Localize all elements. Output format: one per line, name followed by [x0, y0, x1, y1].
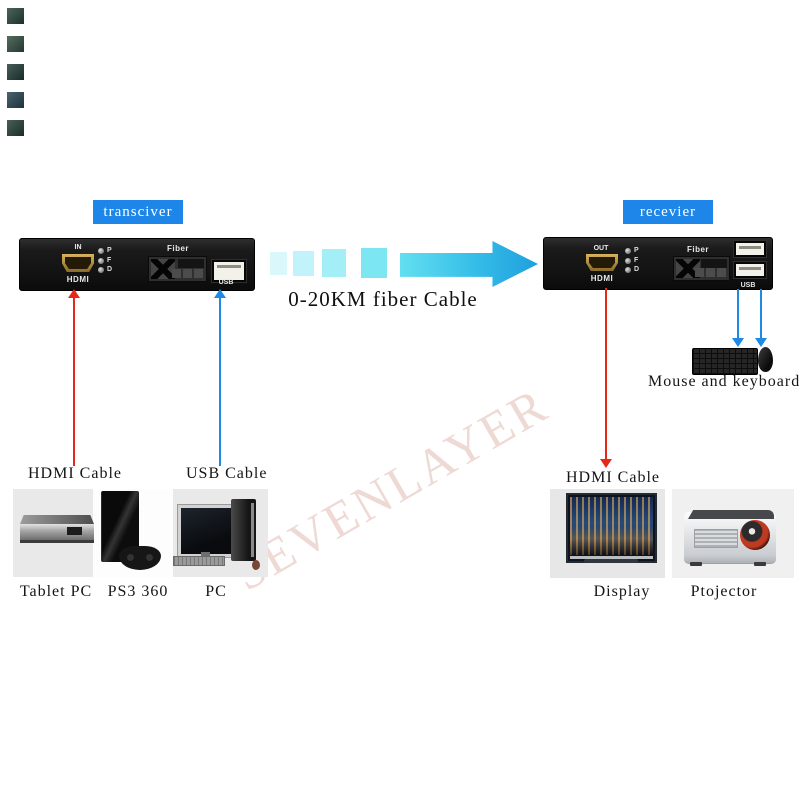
gallery-thumb-3[interactable]: [7, 64, 24, 80]
led-label: P: [107, 247, 112, 254]
pc-keyboard-image: [173, 556, 225, 566]
pc-mouse-image: [252, 560, 260, 570]
led-icon: [625, 257, 631, 264]
fiber-latch: [151, 259, 175, 279]
monitor-stand: [201, 552, 210, 556]
transceiver-label: transciver: [93, 200, 183, 224]
transceiver-hdmi-label: HDMI: [66, 275, 90, 284]
led-fiber: F: [625, 257, 638, 264]
usb-arrowhead-up-icon: [214, 289, 226, 298]
fiber-link-segment-4: [361, 248, 387, 278]
hdmi-port-slot: [589, 257, 615, 268]
hdmi-cable-line: [605, 288, 607, 459]
display-stand: [584, 559, 638, 563]
usb-tongue: [214, 262, 244, 280]
receiver-panel: OUT HDMI P F D Fiber USB: [543, 237, 773, 290]
receiver-hdmi-direction-label: OUT: [593, 245, 609, 252]
led-label: F: [107, 257, 112, 264]
transmitter-hdmi-cable-caption: HDMI Cable: [28, 465, 122, 482]
led-icon: [625, 247, 631, 254]
fiber-port-icon: [673, 256, 730, 281]
hdmi-arrowhead-up-icon: [68, 289, 80, 298]
fiber-contacts: [695, 268, 726, 277]
fiber-link-segment-3: [322, 249, 346, 277]
dual-usb-port-icon: [733, 240, 767, 279]
hdmi-arrowhead-down-icon: [600, 459, 612, 468]
hdmi-port-icon: [586, 254, 618, 271]
usb-arrowhead-down-icon: [755, 338, 767, 347]
hdmi-cable-line: [73, 298, 75, 466]
fiber-contacts: [172, 269, 203, 278]
led-icon: [98, 266, 104, 273]
led-power: P: [625, 247, 639, 254]
receiver-label: recevier: [623, 200, 713, 224]
led-data: D: [98, 266, 112, 273]
led-icon: [625, 266, 631, 273]
gamepad-image: [119, 546, 161, 570]
watermark-text: SEVENLAYER: [224, 376, 558, 602]
usb-arrowhead-down-icon: [732, 338, 744, 347]
fiber-cage: [178, 259, 204, 268]
fiber-latch: [676, 259, 700, 278]
led-label: D: [107, 266, 113, 273]
led-icon: [98, 247, 104, 254]
led-label: D: [634, 266, 640, 273]
gallery-thumb-1[interactable]: [7, 8, 24, 24]
led-label: F: [634, 257, 639, 264]
transmitter-usb-cable-caption: USB Cable: [186, 465, 268, 482]
receiver-hdmi-cable-caption: HDMI Cable: [566, 469, 660, 486]
fiber-cage: [701, 259, 727, 268]
receiver-fiber-label: Fiber: [686, 245, 710, 254]
pc-caption: PC: [205, 583, 227, 600]
receiver-hdmi-label: HDMI: [590, 274, 614, 283]
gallery-thumb-4[interactable]: [7, 92, 24, 108]
usb-port-icon: [211, 259, 247, 283]
set-top-box-image: [20, 515, 94, 545]
fiber-port-icon: [148, 256, 207, 282]
transceiver-hdmi-direction-label: IN: [74, 244, 82, 251]
gallery-thumb-5[interactable]: [7, 120, 24, 136]
led-icon: [98, 257, 104, 264]
tablet-caption: Tablet PC: [19, 583, 93, 600]
receiver-usb-label: USB: [740, 282, 756, 289]
fiber-link-caption: 0-20KM fiber Cable: [288, 287, 478, 311]
keyboard-icon: [692, 348, 758, 375]
mouse-icon: [758, 347, 773, 372]
led-data: D: [625, 266, 639, 273]
display-caption: Display: [593, 583, 651, 600]
fiber-link-segment-2: [293, 251, 314, 276]
transceiver-usb-label: USB: [218, 279, 234, 286]
usb-cable-line: [219, 298, 221, 466]
led-power: P: [98, 247, 112, 254]
led-label: P: [634, 247, 639, 254]
usb-cable-line: [737, 289, 739, 338]
usb-cable-line: [760, 289, 762, 338]
led-fiber: F: [98, 257, 111, 264]
mouse-keyboard-caption: Mouse and keyboard: [648, 373, 800, 390]
fiber-link-arrow-icon: [400, 241, 538, 287]
projector-image: [684, 510, 776, 566]
transceiver-panel: IN HDMI P F D Fiber USB: [19, 238, 255, 291]
gallery-thumbs: [7, 8, 24, 148]
projector-caption: Ptojector: [690, 583, 758, 600]
gallery-thumb-2[interactable]: [7, 36, 24, 52]
fiber-link-segment-1: [270, 252, 287, 275]
pc-tower-image: [231, 499, 256, 561]
display-image: [566, 493, 657, 563]
hdmi-port-slot: [65, 257, 91, 269]
console-caption: PS3 360: [107, 583, 169, 600]
hdmi-port-icon: [62, 254, 94, 272]
transceiver-fiber-label: Fiber: [166, 244, 190, 253]
